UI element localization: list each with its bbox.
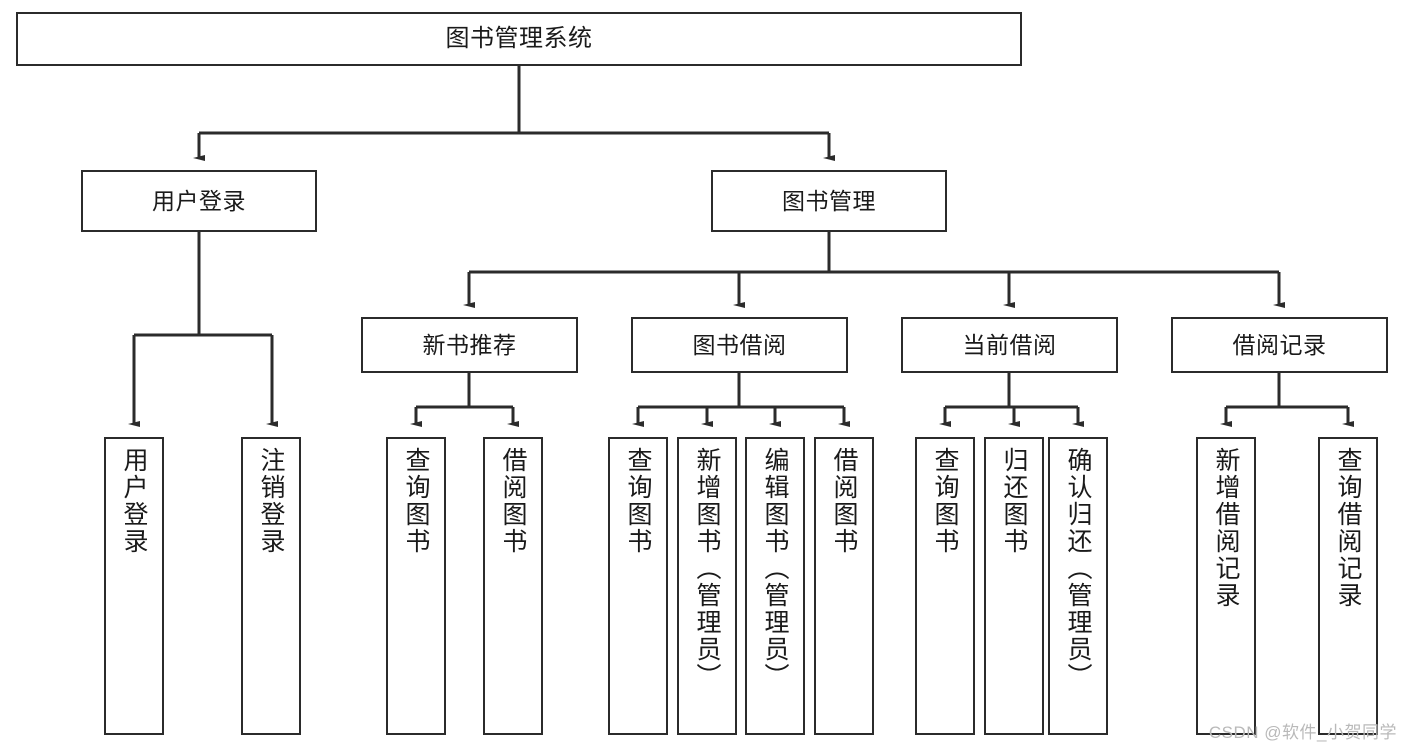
leaf-query-book-recommend[interactable]: 查询图书	[386, 437, 446, 735]
node-book-borrow-label: 图书借阅	[692, 331, 787, 358]
node-book-borrow[interactable]: 图书借阅	[631, 317, 848, 373]
node-new-book-recommend-label: 新书推荐	[422, 331, 517, 358]
node-book-management[interactable]: 图书管理	[711, 170, 947, 232]
leaf-borrow-book-recommend[interactable]: 借阅图书	[483, 437, 543, 735]
leaf-borrow-book-recommend-label: 借阅图书	[499, 447, 527, 555]
node-borrow-records-label: 借阅记录	[1232, 331, 1327, 358]
leaf-confirm-return-admin-label: 确认归还（管理员）	[1064, 447, 1092, 690]
leaf-user-login[interactable]: 用户登录	[104, 437, 164, 735]
leaf-query-book-recommend-label: 查询图书	[402, 447, 430, 555]
node-root[interactable]: 图书管理系统	[16, 12, 1022, 66]
leaf-add-book-admin[interactable]: 新增图书（管理员）	[677, 437, 737, 735]
leaf-user-login-label: 用户登录	[120, 447, 148, 555]
leaf-add-borrow-record[interactable]: 新增借阅记录	[1196, 437, 1256, 735]
node-new-book-recommend[interactable]: 新书推荐	[361, 317, 578, 373]
leaf-return-book-label: 归还图书	[1000, 447, 1028, 555]
node-current-borrow[interactable]: 当前借阅	[901, 317, 1118, 373]
leaf-logout-label: 注销登录	[257, 447, 285, 555]
leaf-return-book[interactable]: 归还图书	[984, 437, 1044, 735]
leaf-edit-book-admin-label: 编辑图书（管理员）	[761, 447, 789, 690]
leaf-add-book-admin-label: 新增图书（管理员）	[693, 447, 721, 690]
leaf-query-book-current-label: 查询图书	[931, 447, 959, 555]
node-current-borrow-label: 当前借阅	[962, 331, 1057, 358]
leaf-query-borrow-record-label: 查询借阅记录	[1334, 447, 1362, 609]
leaf-borrow-book[interactable]: 借阅图书	[814, 437, 874, 735]
leaf-borrow-book-label: 借阅图书	[830, 447, 858, 555]
csdn-watermark: CSDN @软件_小贺同学	[1208, 723, 1397, 742]
leaf-add-borrow-record-label: 新增借阅记录	[1212, 447, 1240, 609]
leaf-logout[interactable]: 注销登录	[241, 437, 301, 735]
node-root-label: 图书管理系统	[445, 25, 593, 53]
leaf-query-book-current[interactable]: 查询图书	[915, 437, 975, 735]
leaf-edit-book-admin[interactable]: 编辑图书（管理员）	[745, 437, 805, 735]
node-book-management-label: 图书管理	[782, 187, 876, 214]
leaf-query-book-borrow[interactable]: 查询图书	[608, 437, 668, 735]
leaf-query-book-borrow-label: 查询图书	[624, 447, 652, 555]
node-borrow-records[interactable]: 借阅记录	[1171, 317, 1388, 373]
leaf-confirm-return-admin[interactable]: 确认归还（管理员）	[1048, 437, 1108, 735]
leaf-query-borrow-record[interactable]: 查询借阅记录	[1318, 437, 1378, 735]
node-user-login-label: 用户登录	[152, 187, 246, 214]
node-user-login[interactable]: 用户登录	[81, 170, 317, 232]
